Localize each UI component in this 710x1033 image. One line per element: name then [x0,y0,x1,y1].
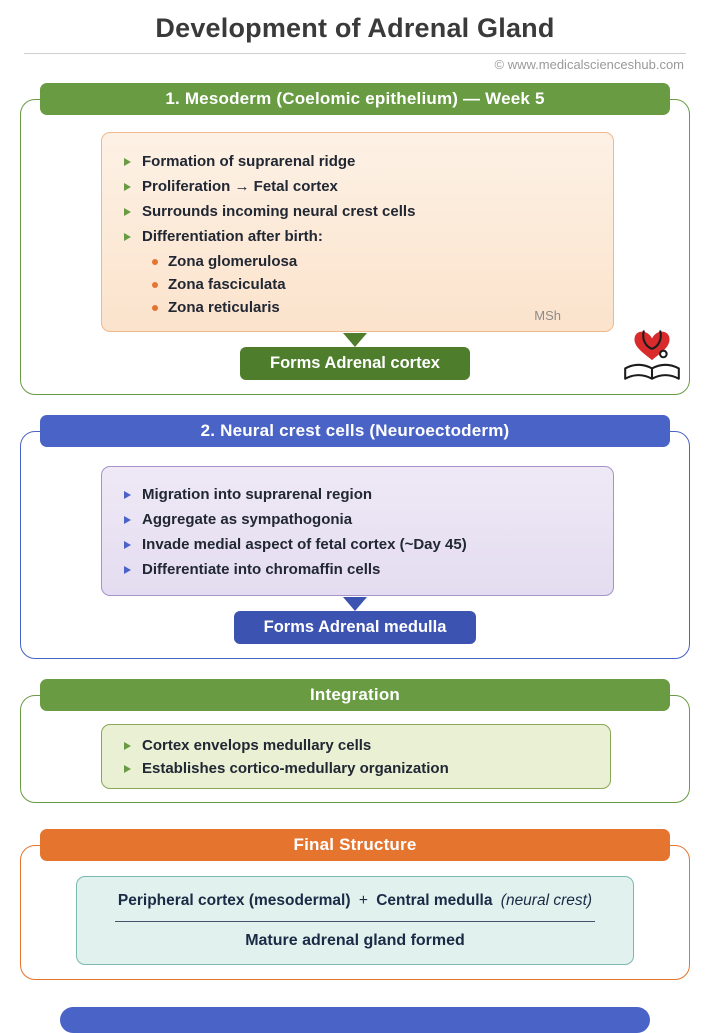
neural-crest-note: (neural crest) [500,892,593,909]
section-final-structure-body: Peripheral cortex (mesodermal) + Central… [20,845,690,980]
list-item: Differentiation after birth: [124,227,595,246]
neural-crest-content-box: Migration into suprarenal region Aggrega… [101,466,614,596]
section-integration-header: Integration [40,679,670,711]
section-final-structure: Final Structure Peripheral cortex (mesod… [20,829,690,980]
list-item: Cortex envelops medullary cells [124,736,592,755]
section-integration: Integration Cortex envelops medullary ce… [20,679,690,803]
footer-accent-bar [60,1007,650,1033]
medulla-term: Central medulla [376,892,493,909]
equation-divider [115,921,595,922]
bullet-text: Differentiate into chromaffin cells [142,561,381,578]
triangle-bullet-icon [124,565,131,574]
result-label: Forms Adrenal cortex [270,354,440,372]
final-result-text: Mature adrenal gland formed [245,932,465,949]
dot-bullet-icon [152,304,158,311]
section-final-structure-header-label: Final Structure [293,835,417,854]
dot-bullet-icon [152,281,158,288]
bullet-text: Cortex envelops medullary cells [142,737,372,754]
copyright-text: © www.medicalscienceshub.com [494,57,684,72]
triangle-bullet-icon [124,207,131,216]
watermark-text: MSh [534,308,561,323]
triangle-bullet-icon [124,182,131,191]
section-mesoderm: 1. Mesoderm (Coelomic epithelium) — Week… [20,83,690,395]
section-mesoderm-body: Formation of suprarenal ridge Proliferat… [20,99,690,395]
list-item: Establishes cortico-medullary organizati… [124,759,592,778]
result-label: Forms Adrenal medulla [263,618,447,636]
bullet-text: Migration into suprarenal region [142,486,373,503]
bullet-text: Aggregate as sympathogonia [142,511,353,528]
section-mesoderm-header: 1. Mesoderm (Coelomic epithelium) — Week… [40,83,670,115]
list-item: Differentiate into chromaffin cells [124,560,595,579]
section-final-structure-header: Final Structure [40,829,670,861]
bullet-text: Formation of suprarenal ridge [142,153,356,170]
triangle-bullet-icon [124,540,131,549]
sub-list-item: Zona glomerulosa [152,252,595,271]
bullet-text: Zona fasciculata [168,276,286,293]
bullet-text: Proliferation → Fetal cortex [142,178,338,195]
list-item: Proliferation → Fetal cortex [124,177,595,196]
section-neural-crest-body: Migration into suprarenal region Aggrega… [20,431,690,659]
section-integration-body: Cortex envelops medullary cells Establis… [20,695,690,803]
triangle-bullet-icon [124,764,131,773]
triangle-bullet-icon [124,741,131,750]
section-integration-header-label: Integration [309,685,401,704]
page-title: Development of Adrenal Gland [155,13,555,43]
section-neural-crest-header: 2. Neural crest cells (Neuroectoderm) [40,415,670,447]
section-neural-crest: 2. Neural crest cells (Neuroectoderm) Mi… [20,415,690,659]
list-item: Formation of suprarenal ridge [124,152,595,171]
final-structure-equation: Peripheral cortex (mesodermal) + Central… [97,890,613,912]
triangle-bullet-icon [124,232,131,241]
integration-content-box: Cortex envelops medullary cells Establis… [101,724,611,789]
down-arrow-icon [343,597,367,611]
plus-sign: + [358,892,368,909]
title-divider [24,53,686,54]
section-neural-crest-header-label: 2. Neural crest cells (Neuroectoderm) [200,421,510,440]
logo-graphic [624,330,680,380]
bullet-text: Surrounds incoming neural crest cells [142,203,416,220]
bullet-text: Differentiation after birth: [142,228,323,245]
sub-list-item: Zona reticularis [152,298,595,317]
medical-sciences-hub-logo [619,322,685,388]
list-item: Invade medial aspect of fetal cortex (~D… [124,535,595,554]
bullet-text: Zona glomerulosa [168,253,298,270]
cortex-term: Peripheral cortex (mesodermal) [117,892,351,909]
down-arrow-icon [343,333,367,347]
triangle-bullet-icon [124,157,131,166]
triangle-bullet-icon [124,490,131,499]
dot-bullet-icon [152,258,158,265]
list-item: Surrounds incoming neural crest cells [124,202,595,221]
sub-list-item: Zona fasciculata [152,275,595,294]
section-mesoderm-header-label: 1. Mesoderm (Coelomic epithelium) — Week… [165,89,545,108]
bullet-text: Establishes cortico-medullary organizati… [142,760,449,777]
bullet-text: Invade medial aspect of fetal cortex (~D… [142,536,467,553]
forms-adrenal-medulla-badge: Forms Adrenal medulla [233,611,477,644]
list-item: Migration into suprarenal region [124,485,595,504]
forms-adrenal-cortex-badge: Forms Adrenal cortex [240,347,470,380]
mesoderm-content-box: Formation of suprarenal ridge Proliferat… [101,132,614,332]
bullet-text: Zona reticularis [168,299,280,316]
final-structure-content-box: Peripheral cortex (mesodermal) + Central… [76,876,634,965]
list-item: Aggregate as sympathogonia [124,510,595,529]
triangle-bullet-icon [124,515,131,524]
